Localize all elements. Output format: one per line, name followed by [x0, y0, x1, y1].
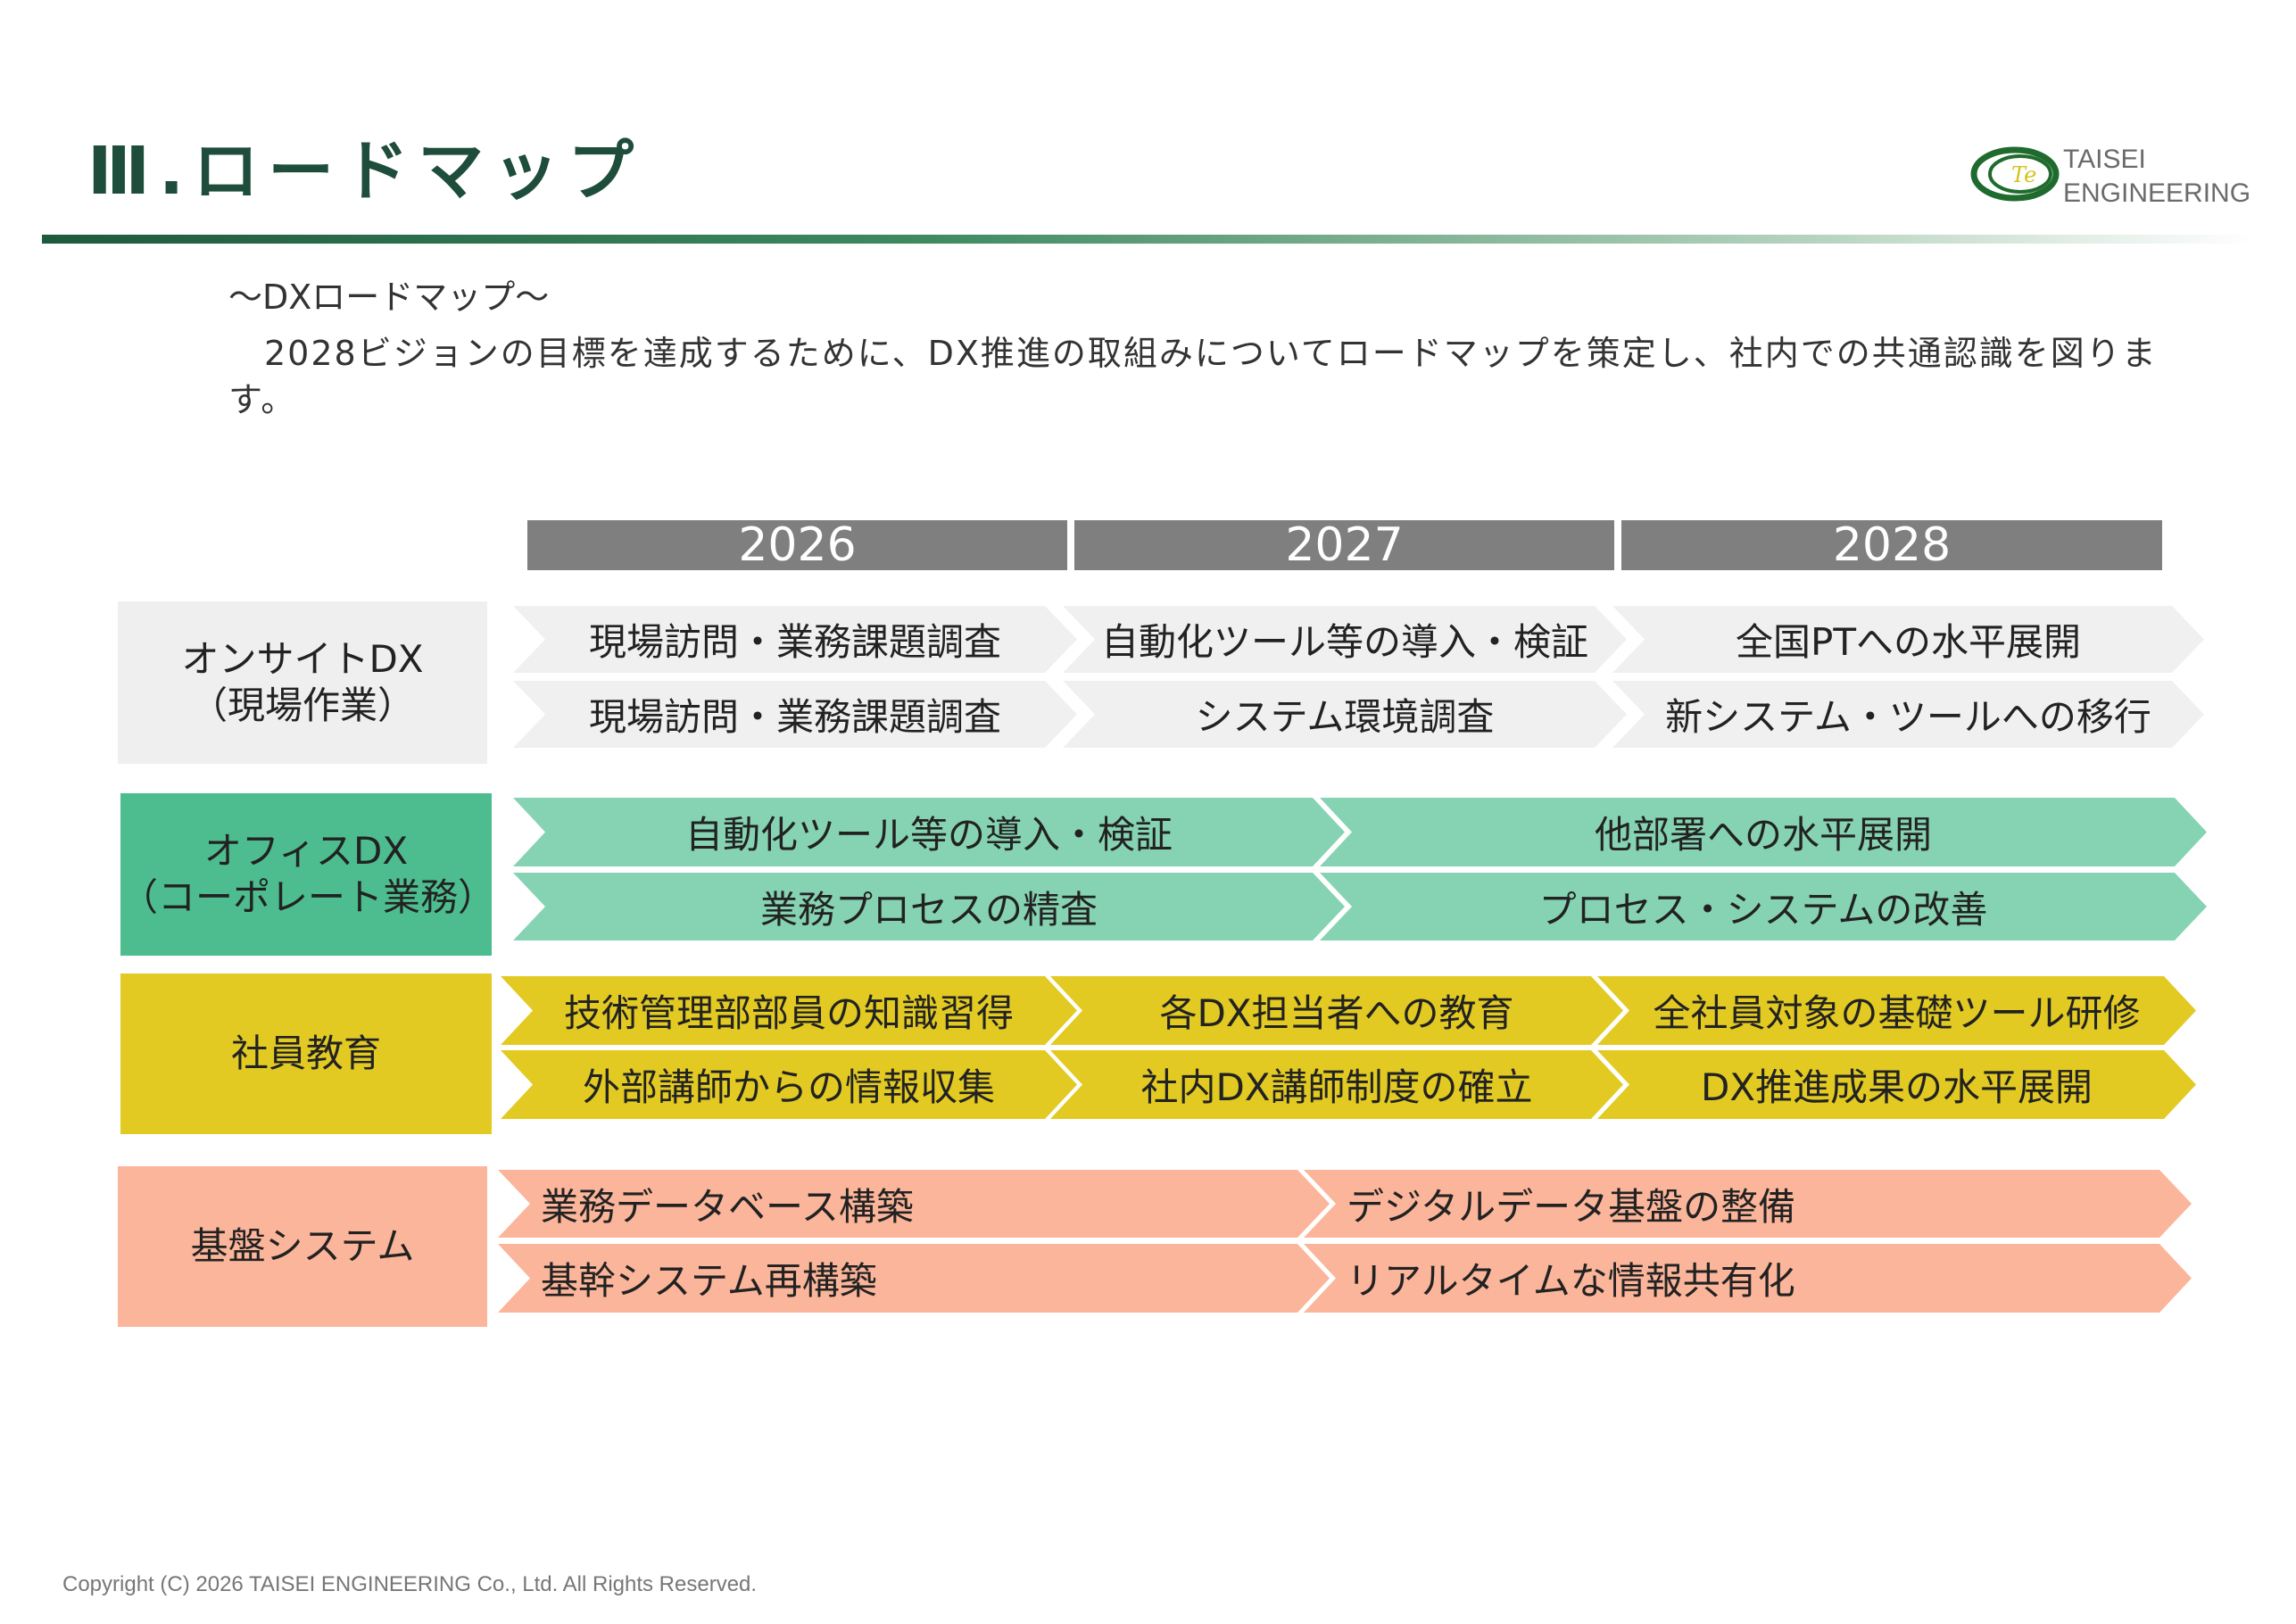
roadmap-step-office: 自動化ツール等の導入・検証 [513, 798, 1345, 866]
row-label-text: オフィスDX [203, 829, 409, 873]
roadmap-step-base: デジタルデータ基盤の整備 [1304, 1170, 2192, 1238]
logo-text-line1: TAISEI [2063, 145, 2146, 174]
roadmap-step-office: プロセス・システムの改善 [1320, 873, 2207, 940]
roadmap-step-onsite: 新システム・ツールへの移行 [1612, 681, 2204, 748]
logo-text-line2: ENGINEERING [2063, 178, 2251, 208]
roadmap-step-education: 技術管理部部員の知識習得 [501, 976, 1077, 1045]
roadmap-step-onsite: システム環境調査 [1063, 681, 1627, 748]
roadmap-step-office: 業務プロセスの精査 [513, 873, 1345, 940]
roadmap-step-base: 業務データベース構築 [498, 1170, 1330, 1238]
roadmap-step-base: リアルタイムな情報共有化 [1304, 1244, 2192, 1313]
roadmap-step-education: 全社員対象の基礎ツール研修 [1597, 976, 2196, 1045]
row-label-education: 社員教育 [120, 974, 492, 1134]
roadmap-step-education: 各DX担当者への教育 [1050, 976, 1623, 1045]
roadmap-step-onsite: 自動化ツール等の導入・検証 [1063, 606, 1627, 673]
year-header-2028: 2028 [1621, 520, 2162, 570]
row-label-text: オンサイトDX [181, 637, 424, 681]
page-title: Ⅲ.ロードマップ [87, 133, 643, 210]
row-label-office: オフィスDX（コーポレート業務） [120, 793, 496, 956]
row-label-text: 社員教育 [230, 1032, 381, 1075]
logo-mark-icon: Te [1970, 146, 2060, 202]
roadmap-step-education: DX推進成果の水平展開 [1597, 1050, 2196, 1119]
roadmap-step-onsite: 全国PTへの水平展開 [1612, 606, 2204, 673]
row-label-text: （現場作業） [189, 684, 415, 727]
roadmap-step-office: 他部署への水平展開 [1320, 798, 2207, 866]
roadmap-step-onsite: 現場訪問・業務課題調査 [513, 606, 1077, 673]
copyright: Copyright (C) 2026 TAISEI ENGINEERING Co… [62, 1572, 758, 1596]
roadmap-step-education: 外部講師からの情報収集 [501, 1050, 1077, 1119]
title-divider [42, 235, 2255, 244]
row-label-text: （コーポレート業務） [120, 875, 496, 919]
roadmap-step-onsite: 現場訪問・業務課題調査 [513, 681, 1077, 748]
intro-paragraph: 2028ビジョンの目標を達成するために、DX推進の取組みについてロードマップを策… [228, 334, 2158, 419]
roadmap-step-base: 基幹システム再構築 [498, 1244, 1330, 1313]
row-label-base: 基盤システム [118, 1166, 487, 1327]
year-header-2026: 2026 [527, 520, 1067, 570]
row-label-onsite: オンサイトDX（現場作業） [118, 601, 487, 764]
row-label-text: 基盤システム [190, 1224, 415, 1268]
company-logo: Te TAISEI ENGINEERING [1970, 143, 2256, 214]
svg-text:Te: Te [2011, 162, 2036, 187]
roadmap-step-education: 社内DX講師制度の確立 [1050, 1050, 1623, 1119]
section-subtitle: ～DXロードマップ～ [228, 278, 550, 317]
year-header-2027: 2027 [1074, 520, 1614, 570]
